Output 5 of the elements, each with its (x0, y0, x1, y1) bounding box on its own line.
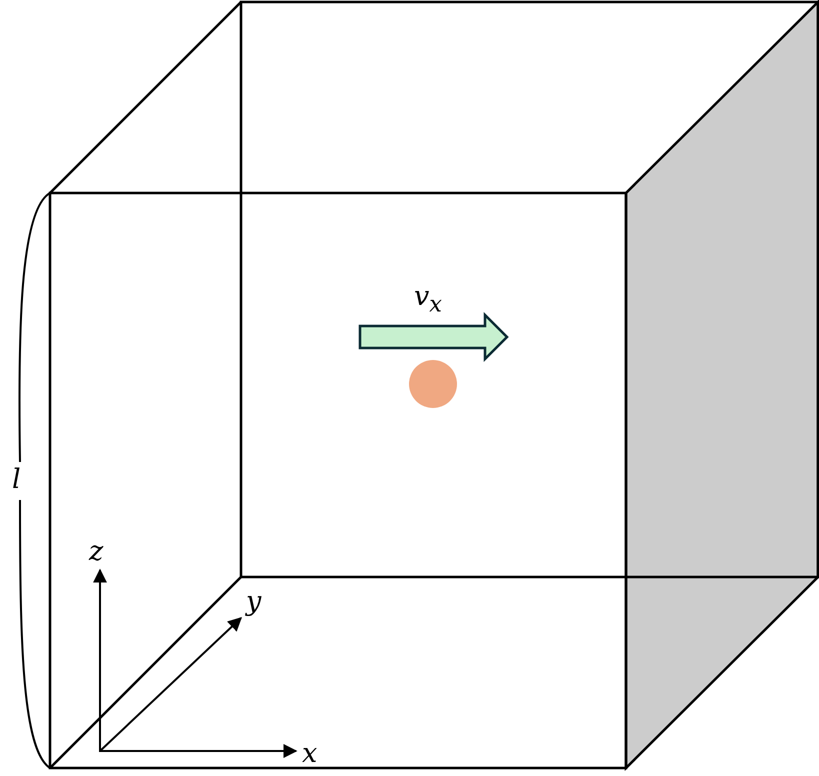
axis-label: x (302, 740, 318, 767)
length-label: l (12, 466, 21, 493)
axis-label: y (246, 588, 262, 615)
axis-label: z (89, 538, 104, 565)
velocity-label: v$_{x}$ (414, 283, 442, 316)
